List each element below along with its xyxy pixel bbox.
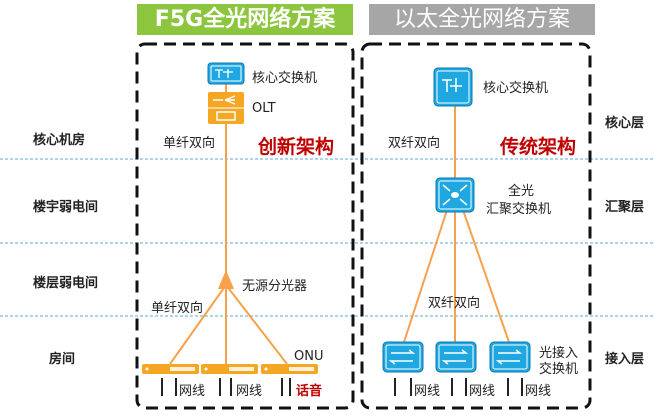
eth-fiber-label-bottom: 双纤双向 bbox=[428, 296, 481, 311]
cable-label: 网线 bbox=[469, 384, 496, 399]
splitter-triangle-icon bbox=[218, 270, 234, 289]
cable-label: 网线 bbox=[525, 384, 552, 399]
cable-label: 网线 bbox=[179, 384, 206, 399]
agg-switch-label-line2: 汇聚交换机 bbox=[486, 202, 552, 217]
onu-device-icon bbox=[201, 364, 258, 374]
access-switch-icon bbox=[435, 341, 477, 373]
layer-label-room: 房间 bbox=[49, 352, 76, 367]
eth-architecture-label: 传统架构 bbox=[500, 136, 577, 158]
onu-device-icon bbox=[142, 364, 199, 374]
f5g-panel-border bbox=[135, 42, 355, 410]
onu-label: ONU bbox=[294, 349, 324, 364]
olt-icon bbox=[208, 92, 244, 124]
splitter-label: 无源分光器 bbox=[242, 279, 308, 294]
layer-label-building-room: 楼宇弱电间 bbox=[33, 200, 99, 215]
core-switch-icon bbox=[433, 67, 473, 107]
eth-fiber-label-top: 双纤双向 bbox=[388, 136, 441, 151]
ethernet-solution-title: 以太全光网络方案 bbox=[369, 4, 595, 35]
f5g-line-splitter-onu1 bbox=[169, 284, 227, 365]
eth-line-agg-access3 bbox=[462, 209, 510, 343]
access-switch-label-line1: 光接入 bbox=[539, 346, 579, 361]
f5g-architecture-label: 创新架构 bbox=[258, 136, 335, 158]
access-switch-icon bbox=[382, 341, 424, 373]
aggregation-switch-icon bbox=[435, 177, 475, 213]
f5g-line-splitter-onu3 bbox=[225, 284, 288, 365]
eth-line-agg-access1 bbox=[403, 209, 448, 343]
layer-label-access: 接入层 bbox=[605, 352, 645, 367]
f5g-fiber-label-top: 单纤双向 bbox=[163, 136, 216, 151]
access-switch-label-line2: 交换机 bbox=[539, 362, 579, 377]
f5g-solution-title: F5G全光网络方案 bbox=[137, 4, 353, 35]
cable-label: 网线 bbox=[414, 384, 441, 399]
eth-core-switch-label: 核心交换机 bbox=[483, 81, 549, 96]
access-switch-icon bbox=[489, 341, 531, 373]
layer-label-core: 核心层 bbox=[605, 116, 645, 131]
ethernet-panel-border bbox=[360, 42, 592, 410]
core-switch-icon bbox=[207, 62, 245, 85]
agg-switch-label-line1: 全光 bbox=[508, 184, 535, 199]
voice-label: 话音 bbox=[296, 384, 323, 399]
f5g-core-switch-label: 核心交换机 bbox=[252, 71, 318, 86]
layer-label-aggregation: 汇聚层 bbox=[605, 200, 645, 215]
olt-label: OLT bbox=[252, 101, 276, 116]
onu-device-icon bbox=[261, 364, 318, 374]
layer-label-floor-room: 楼层弱电间 bbox=[33, 276, 99, 291]
layer-label-core-room: 核心机房 bbox=[33, 133, 86, 148]
cable-label: 网线 bbox=[236, 384, 263, 399]
f5g-fiber-label-bottom: 单纤双向 bbox=[151, 301, 204, 316]
